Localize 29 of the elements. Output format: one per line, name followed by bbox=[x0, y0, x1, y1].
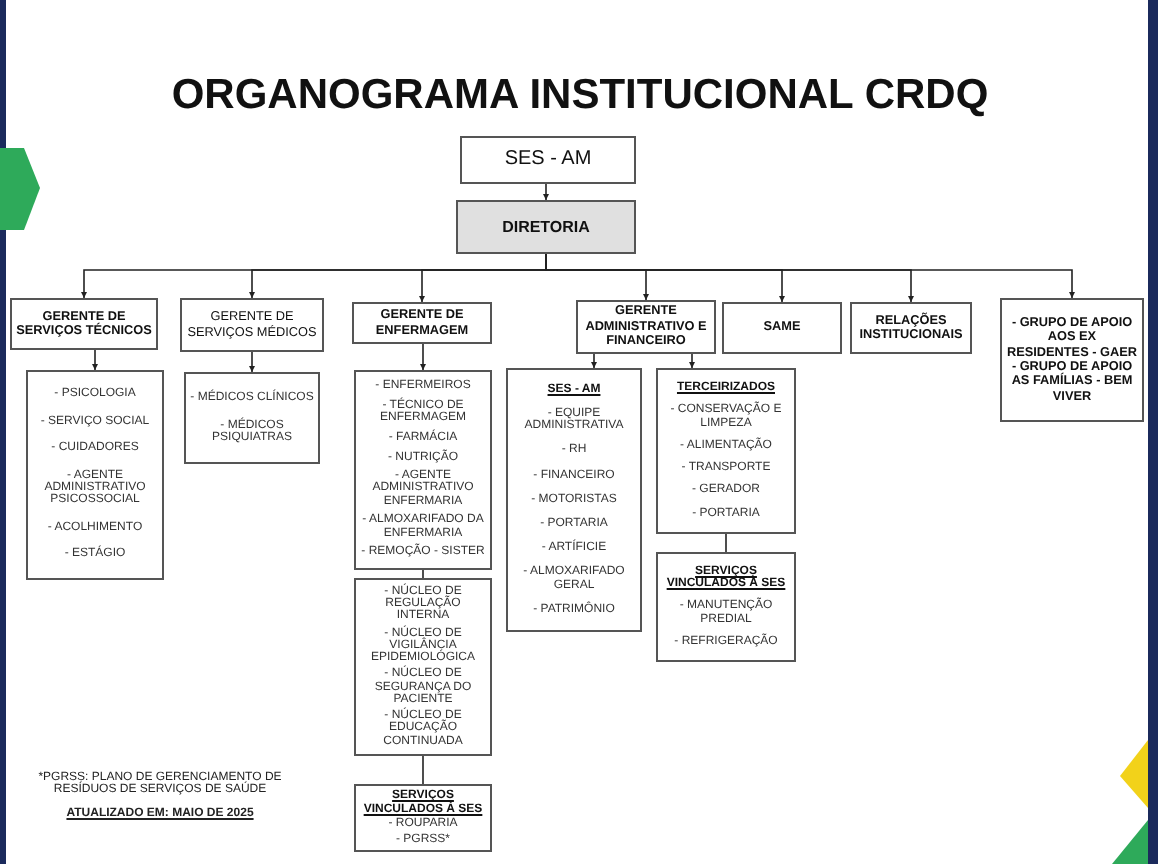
list-box bbox=[656, 552, 796, 662]
connector-line bbox=[422, 755, 424, 785]
list-box bbox=[354, 370, 492, 570]
list-box bbox=[656, 368, 796, 534]
org-box bbox=[180, 298, 324, 352]
arrow bbox=[542, 183, 550, 201]
arrow bbox=[545, 253, 1076, 299]
connector-line bbox=[422, 569, 424, 579]
org-box bbox=[850, 302, 972, 354]
arrow bbox=[688, 353, 696, 369]
list-box bbox=[354, 784, 492, 852]
connector-line bbox=[725, 533, 727, 553]
list-box bbox=[184, 372, 320, 464]
org-box bbox=[460, 136, 636, 184]
arrow bbox=[248, 351, 256, 373]
org-box bbox=[722, 302, 842, 354]
org-box bbox=[456, 200, 636, 254]
list-box bbox=[26, 370, 164, 580]
arrow bbox=[590, 353, 598, 369]
title: ORGANOGRAMA INSTITUCIONAL CRDQ bbox=[169, 72, 991, 120]
org-box bbox=[352, 302, 492, 344]
list-box bbox=[354, 578, 492, 756]
unit-name: SES - AM bbox=[504, 148, 592, 172]
org-box bbox=[1000, 298, 1144, 422]
list-box bbox=[506, 368, 642, 632]
org-box bbox=[10, 298, 158, 350]
arrow bbox=[91, 349, 99, 371]
arrow bbox=[419, 343, 427, 371]
unit-name: DIRETORIA bbox=[502, 217, 590, 237]
